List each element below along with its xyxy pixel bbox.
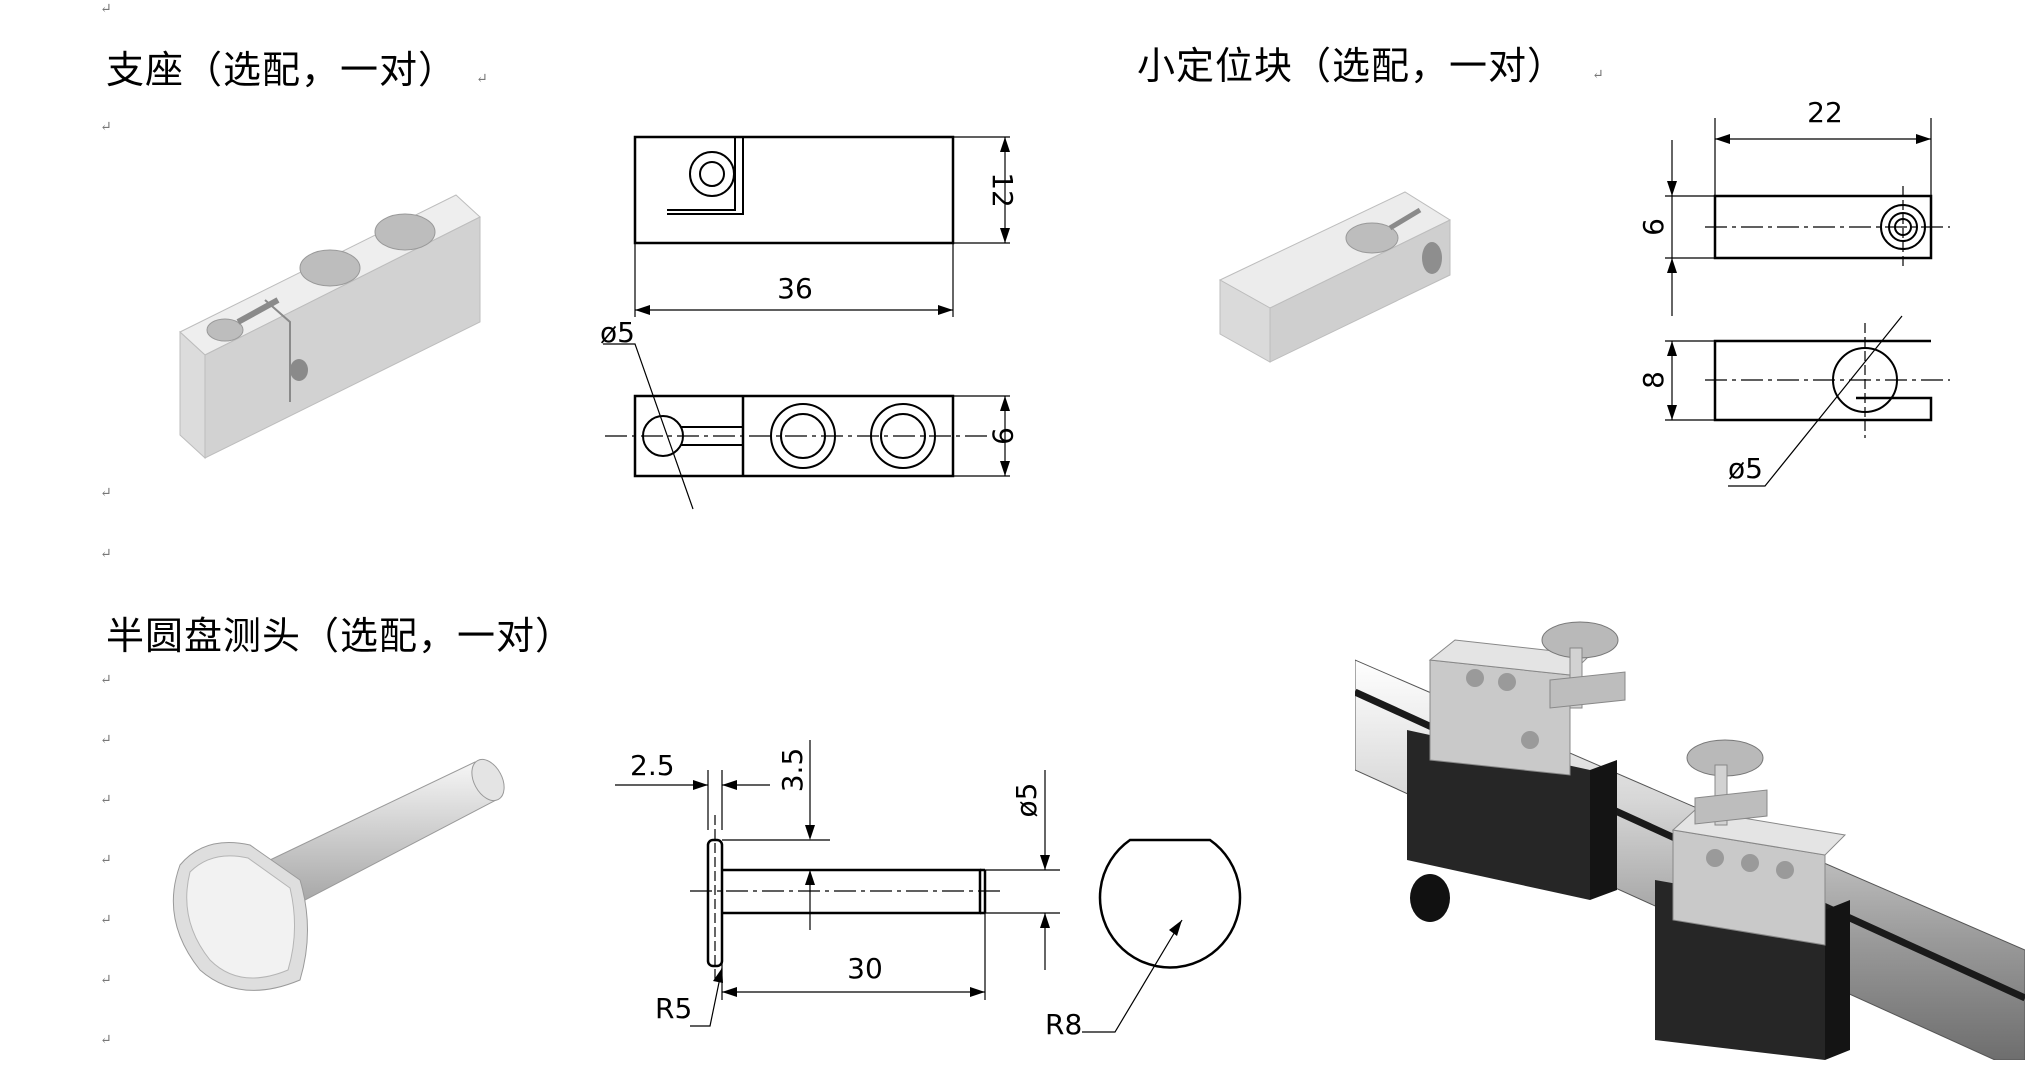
paragraph-mark: ↵ bbox=[100, 672, 112, 688]
support-height-top-dimension: 12 bbox=[986, 172, 1019, 208]
probe-shaft-diameter-dimension: ø5 bbox=[1010, 783, 1043, 818]
locator-heading: 小定位块（选配，一对） bbox=[1137, 44, 1567, 88]
paragraph-mark: ↵ bbox=[100, 1, 112, 17]
probe-head-offset-dimension: 3.5 bbox=[776, 748, 809, 793]
locator-isometric-view bbox=[1218, 191, 1452, 363]
paragraph-mark: ↵ bbox=[100, 792, 112, 808]
paragraph-mark: ↵ bbox=[100, 912, 112, 928]
support-drawing: 36 12 9 ø5 bbox=[600, 135, 1019, 510]
paragraph-mark: ↵ bbox=[100, 972, 112, 988]
assembly-render bbox=[1355, 621, 2025, 1060]
locator-hole-diameter-dimension: ø5 bbox=[1728, 452, 1763, 485]
locator-height-bottom-dimension: 8 bbox=[1637, 371, 1670, 389]
counterbore-hole-icon bbox=[374, 213, 436, 251]
probe-drawing: 2.5 3.5 ø5 30 R5 R8 bbox=[615, 740, 1242, 1041]
probe-head-thickness-dimension: 2.5 bbox=[630, 749, 675, 782]
locator-drawing: 22 6 8 ø5 bbox=[1637, 98, 1950, 487]
paragraph-mark: ↵ bbox=[476, 71, 488, 87]
paragraph-mark: ↵ bbox=[100, 119, 112, 135]
probe-shaft-length-dimension: 30 bbox=[847, 952, 883, 985]
support-heading: 支座（选配，一对） bbox=[106, 48, 458, 92]
support-isometric-view bbox=[179, 194, 481, 460]
support-height-bottom-dimension: 9 bbox=[986, 427, 1019, 445]
paragraph-mark: ↵ bbox=[100, 485, 112, 501]
probe-heading: 半圆盘测头（选配，一对） bbox=[106, 614, 575, 658]
support-length-dimension: 36 bbox=[777, 272, 813, 305]
support-hole-diameter-dimension: ø5 bbox=[600, 316, 635, 349]
clamp-hole-icon bbox=[206, 318, 244, 342]
paragraph-mark: ↵ bbox=[100, 732, 112, 748]
probe-isometric-view bbox=[172, 758, 505, 991]
probe-fillet-radius-dimension: R5 bbox=[655, 992, 692, 1025]
counterbore-hole-icon bbox=[299, 249, 361, 287]
locator-length-dimension: 22 bbox=[1807, 98, 1843, 129]
paragraph-mark: ↵ bbox=[100, 1032, 112, 1048]
probe-disc-radius-dimension: R8 bbox=[1045, 1008, 1082, 1041]
paragraph-mark: ↵ bbox=[100, 546, 112, 562]
locator-height-top-dimension: 6 bbox=[1637, 218, 1670, 236]
paragraph-mark: ↵ bbox=[100, 852, 112, 868]
paragraph-mark: ↵ bbox=[1592, 67, 1604, 83]
